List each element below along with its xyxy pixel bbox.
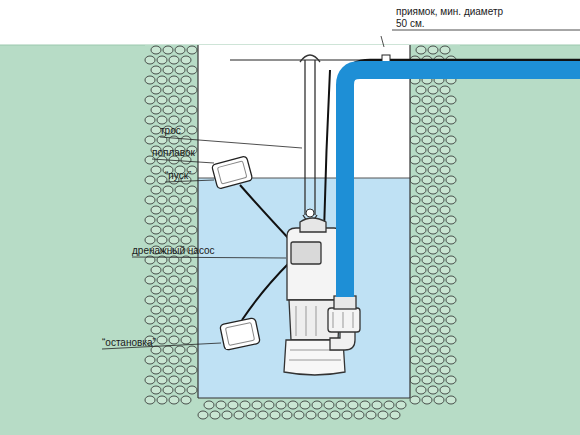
pump-cable — [324, 70, 330, 232]
pit-wall — [409, 45, 410, 398]
part-label: дренажный насос — [132, 245, 215, 257]
gravel-wall — [145, 45, 460, 425]
float-start — [212, 156, 253, 189]
rope — [305, 60, 315, 215]
part-label: “пуск” — [165, 170, 191, 182]
discharge-hose — [345, 70, 580, 297]
water — [198, 178, 410, 398]
pit-interior — [198, 45, 410, 398]
rope-ring — [306, 209, 314, 217]
rope-loop — [300, 55, 320, 62]
sky — [0, 0, 580, 45]
pit-wall — [197, 45, 198, 398]
float-cable — [242, 262, 290, 320]
part-label: “остановка” — [102, 337, 156, 349]
float-stop — [220, 318, 261, 351]
part-label: приямок, мин. диаметр 50 см. — [396, 6, 516, 30]
part-label: трос — [160, 125, 181, 137]
float-cable — [240, 185, 290, 240]
part-label: поплавок — [152, 147, 195, 159]
leader-lines — [102, 30, 580, 349]
outlet-fitting — [328, 296, 360, 350]
pit-floor — [198, 397, 410, 398]
